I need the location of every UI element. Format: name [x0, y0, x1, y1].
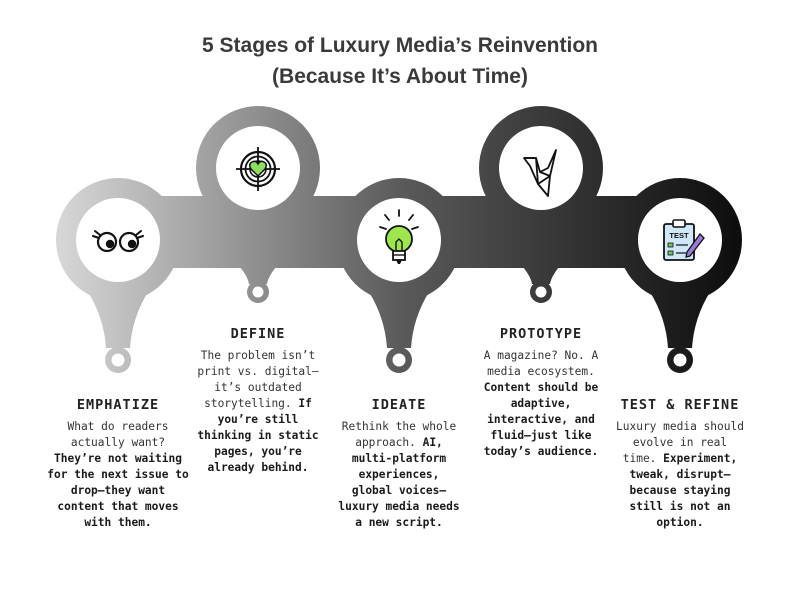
- stage-4-bold-text: Content should be adaptive, interactive,…: [483, 381, 599, 458]
- page-title: 5 Stages of Luxury Media’s Reinvention (…: [0, 30, 800, 92]
- eyes-icon: [92, 230, 144, 253]
- title-line-2: (Because It’s About Time): [272, 65, 528, 88]
- title-line-1: 5 Stages of Luxury Media’s Reinvention: [202, 34, 598, 57]
- stage-5-heading: TEST & REFINE: [620, 397, 740, 413]
- stage-1-inner: [76, 198, 160, 282]
- stage-3-heading: IDEATE: [371, 397, 427, 413]
- stage-4-text: A magazine? No. A media ecosystem.: [483, 349, 599, 378]
- stage-2-description: The problem isn’t print vs. digital—it’s…: [194, 348, 322, 476]
- stage-2-text: The problem isn’t print vs. digital—it’s…: [197, 349, 319, 410]
- stage-5-text: Luxury media should evolve in real time.: [616, 420, 744, 465]
- stage-5-description: Luxury media should evolve in real time.…: [616, 419, 744, 531]
- stage-1-heading: EMPHATIZE: [76, 397, 160, 413]
- stage-1-description: What do readers actually want? They’re n…: [46, 419, 190, 531]
- svg-text:TEST: TEST: [669, 231, 689, 240]
- lightbulb-icon: [379, 209, 419, 264]
- stage-1-text: What do readers actually want?: [67, 420, 169, 449]
- stage-4-description: A magazine? No. A media ecosystem. Conte…: [476, 348, 606, 460]
- target-heart-icon: [236, 147, 280, 191]
- stage-4-inner: [499, 126, 583, 210]
- stage-1-bold-text: They’re not waiting for the next issue t…: [47, 452, 189, 529]
- stage-2-heading: DEFINE: [230, 326, 286, 342]
- stage-3-bold-text: AI, multi-platform experiences, global v…: [338, 436, 460, 529]
- stage-2-bold-text: If you’re still thinking in static pages…: [197, 397, 319, 474]
- stage-4-heading: PROTOTYPE: [499, 326, 583, 342]
- origami-crane-icon: [523, 149, 557, 197]
- stage-3-text: Rethink the whole approach.: [341, 420, 457, 449]
- clipboard-test-icon: TEST: [663, 219, 705, 261]
- stage-5-bold-text: Experiment, tweak, disrupt—because stayi…: [629, 452, 738, 529]
- stage-3-description: Rethink the whole approach. AI, multi-pl…: [336, 419, 462, 531]
